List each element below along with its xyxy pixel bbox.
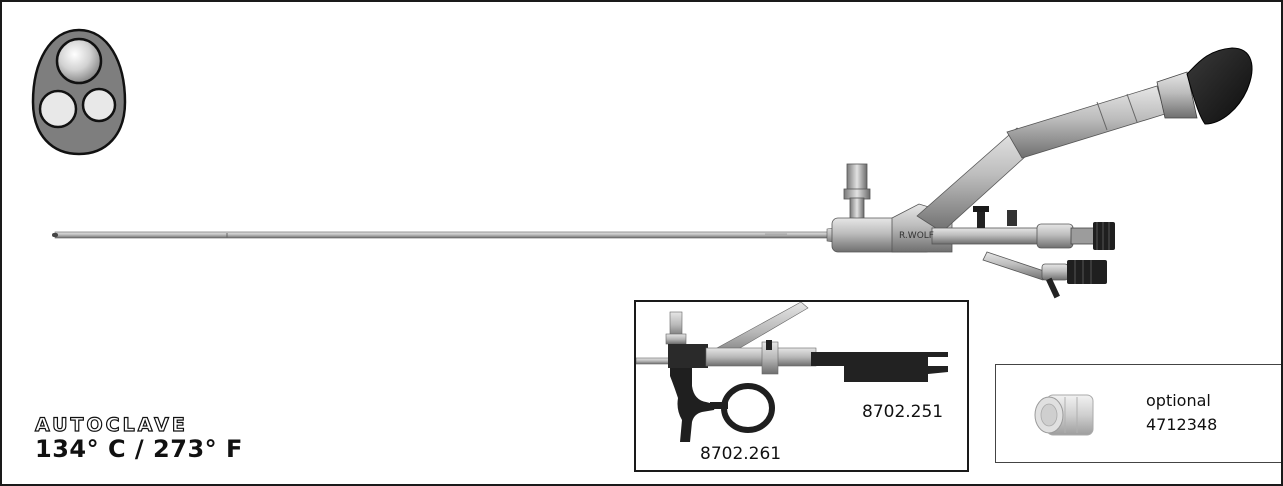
autoclave-title: AUTOCLAVE — [34, 413, 188, 436]
part-number-8702-261: 8702.261 — [700, 444, 782, 464]
optional-accessory-box: optional 4712348 — [995, 364, 1281, 463]
optional-label: optional — [1146, 391, 1211, 410]
sealing-cap-icon — [1034, 394, 1094, 436]
part-number-8702-251: 8702.251 — [862, 402, 944, 422]
optional-text: optional 4712348 — [1146, 389, 1217, 437]
optional-code: 4712348 — [1146, 415, 1218, 434]
inset-detail-panel: 8702.251 8702.261 — [634, 300, 969, 472]
inset-illustration — [636, 302, 948, 442]
scope-marking: R.WOLF — [899, 231, 934, 241]
autoclave-label: AUTOCLAVE 134° C / 273° F — [34, 413, 243, 463]
channel-cross-section-icon — [31, 28, 127, 156]
endoscope-illustration: R.WOLF — [52, 47, 1253, 299]
autoclave-temperature: 134° C / 273° F — [35, 435, 243, 463]
